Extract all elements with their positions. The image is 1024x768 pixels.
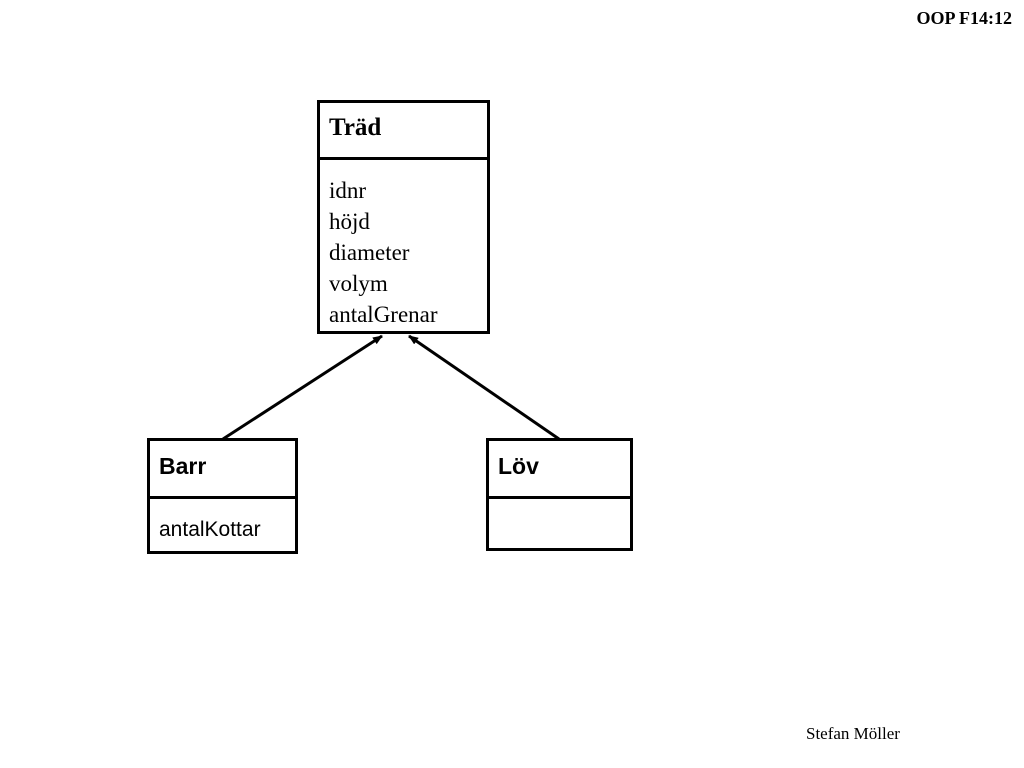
class-name-lov: Löv	[489, 441, 630, 499]
class-box-lov: Löv	[486, 438, 633, 551]
attribute-list-barr: antalKottar	[150, 499, 295, 543]
attribute-list-trad: idnr höjd diameter volym antalGrenar	[320, 160, 487, 330]
attribute-idnr: idnr	[329, 178, 367, 203]
class-name-barr: Barr	[150, 441, 295, 499]
arrow-lov-to-trad	[408, 334, 560, 441]
attribute-hojd: höjd	[329, 209, 370, 234]
class-box-trad: Träd idnr höjd diameter volym antalGrena…	[317, 100, 490, 334]
class-name-trad: Träd	[320, 103, 487, 160]
attribute-antalkottar: antalKottar	[159, 518, 261, 541]
attribute-antalgrenar: antalGrenar	[329, 302, 438, 327]
slide-number: OOP F14:12	[916, 8, 1013, 28]
author-name: Stefan Möller	[806, 724, 900, 743]
arrow-barr-to-trad	[222, 334, 383, 441]
attribute-diameter: diameter	[329, 240, 410, 265]
attribute-volym: volym	[329, 271, 388, 296]
class-box-barr: Barr antalKottar	[147, 438, 298, 554]
